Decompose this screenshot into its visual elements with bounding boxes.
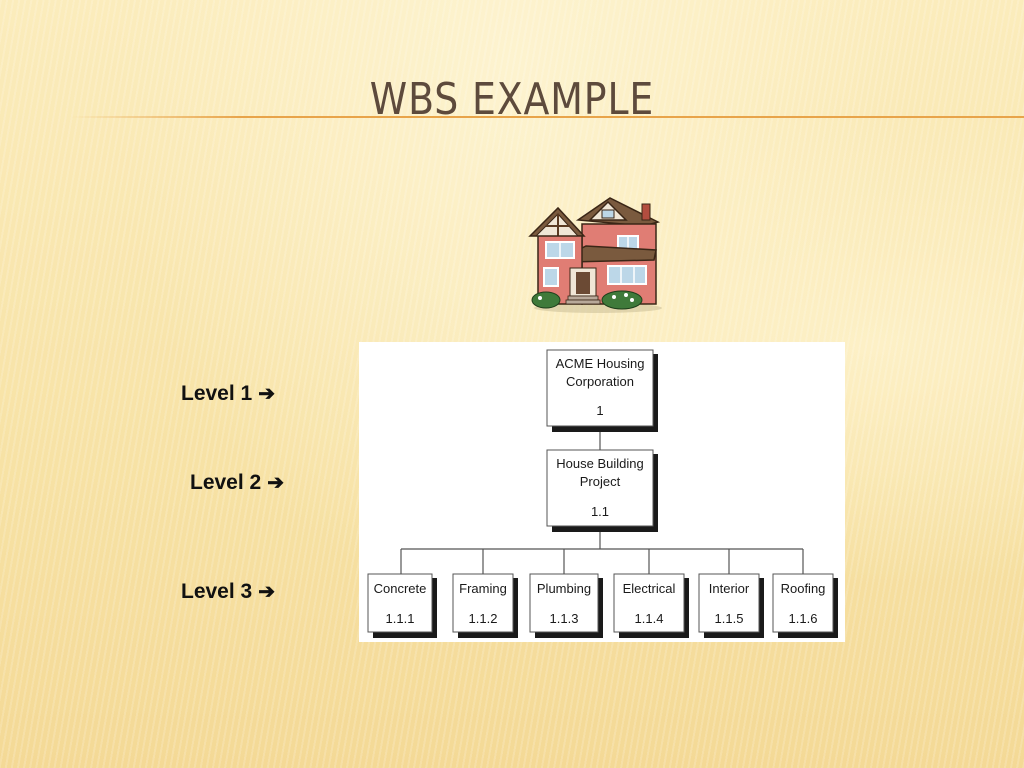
- wbs-node-level3: Interior 1.1.5: [698, 573, 764, 638]
- node-code: 1.1.5: [715, 611, 744, 626]
- level-2-text: Level 2: [190, 471, 262, 494]
- node-code: 1.1.4: [635, 611, 664, 626]
- level-1-label: Level 1➔: [181, 381, 275, 406]
- wbs-node-level3: Roofing 1.1.6: [772, 573, 838, 638]
- node-code: 1.1.2: [469, 611, 498, 626]
- wbs-diagram: ACME Housing Corporation 1 House Buildin…: [359, 342, 845, 642]
- wbs-tree: ACME Housing Corporation 1 House Buildin…: [367, 349, 838, 638]
- house-clipart-icon: [528, 197, 662, 313]
- wbs-node-level3: Plumbing 1.1.3: [529, 573, 603, 638]
- level-1-text: Level 1: [181, 382, 253, 405]
- node-name-line2: Corporation: [566, 374, 634, 389]
- node-code: 1.1.1: [386, 611, 415, 626]
- wbs-node-level2: House Building Project 1.1: [546, 449, 658, 532]
- level-3-label: Level 3➔: [181, 579, 275, 604]
- node-name: Concrete: [374, 581, 427, 596]
- level-2-label: Level 2➔: [190, 470, 284, 495]
- node-name-line1: House Building: [556, 456, 643, 471]
- title-rule: [70, 116, 1024, 118]
- node-name: Plumbing: [537, 581, 591, 596]
- right-arrow-icon: ➔: [258, 383, 275, 405]
- node-code: 1.1: [591, 504, 609, 519]
- node-name-line2: Project: [580, 474, 621, 489]
- node-name: Framing: [459, 581, 507, 596]
- level-3-text: Level 3: [181, 580, 253, 603]
- right-arrow-icon: ➔: [267, 472, 284, 494]
- right-arrow-icon: ➔: [258, 581, 275, 603]
- wbs-node-level3: Electrical 1.1.4: [613, 573, 689, 638]
- node-name: Roofing: [781, 581, 826, 596]
- wbs-node-level3: Framing 1.1.2: [452, 573, 518, 638]
- node-code: 1: [596, 403, 603, 418]
- node-code: 1.1.3: [550, 611, 579, 626]
- slide-title: WBS Example: [369, 74, 655, 125]
- node-name: Electrical: [623, 581, 676, 596]
- node-name: Interior: [709, 581, 750, 596]
- node-code: 1.1.6: [789, 611, 818, 626]
- node-name-line1: ACME Housing: [556, 356, 645, 371]
- wbs-node-level3: Concrete 1.1.1: [367, 573, 437, 638]
- wbs-node-level1: ACME Housing Corporation 1: [546, 349, 658, 432]
